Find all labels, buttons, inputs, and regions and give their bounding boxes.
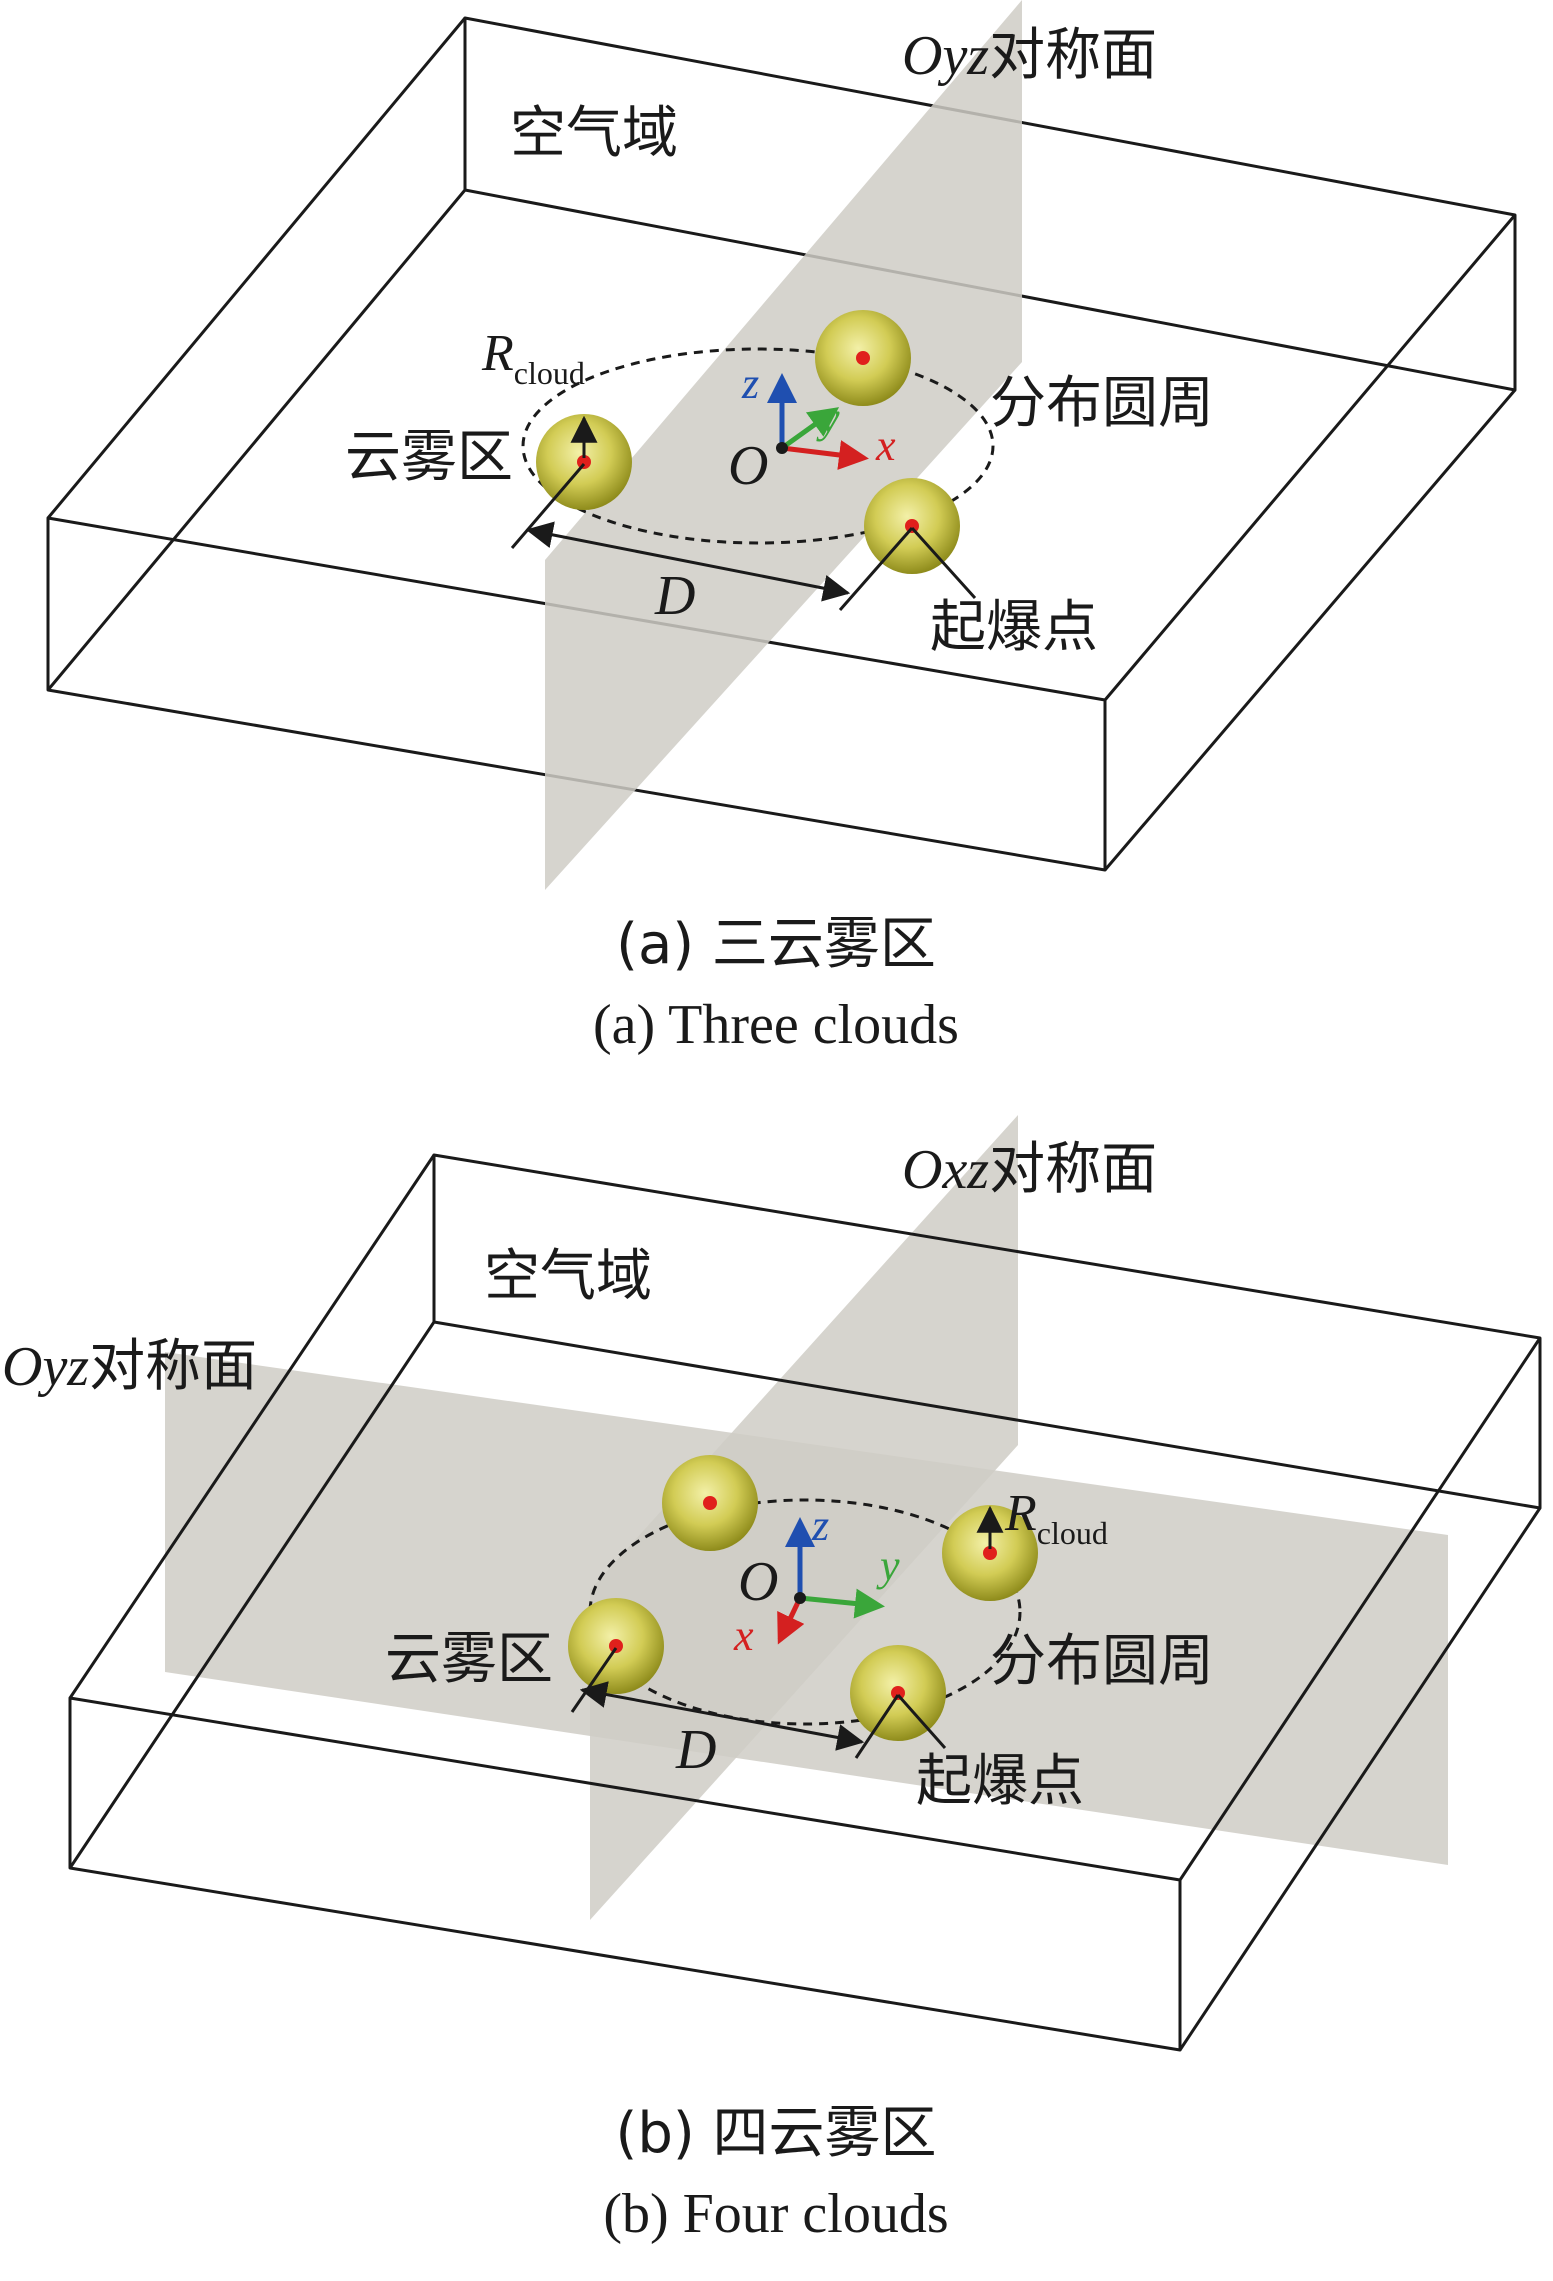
spacing-label-a: D bbox=[654, 565, 695, 627]
origin-label-a: O bbox=[728, 435, 768, 497]
axis-x-label-a: x bbox=[875, 421, 896, 470]
cloud-zone-label-b: 云雾区 bbox=[385, 1627, 553, 1692]
axis-y-label-a: y bbox=[816, 393, 840, 442]
caption-cn-a: (a) 三云雾区 bbox=[616, 912, 936, 977]
cloud-leader-a bbox=[510, 463, 586, 549]
origin-label-b: O bbox=[738, 1551, 778, 1613]
axis-y-label-b: y bbox=[876, 1541, 900, 1590]
coordinate-axes-b bbox=[777, 1517, 885, 1645]
detonation-point-label-a: 起爆点 bbox=[930, 595, 1098, 660]
distribution-circle-label-a: 分布圆周 bbox=[990, 371, 1214, 436]
axis-z-label-b: z bbox=[811, 1501, 829, 1550]
coordinate-axes-a bbox=[767, 373, 869, 470]
air-domain-label-b: 空气域 bbox=[484, 1244, 652, 1309]
r-cloud-label-a: Rcloud bbox=[481, 325, 585, 391]
axis-z-label-a: z bbox=[741, 359, 759, 408]
caption-cn-b: (b) 四云雾区 bbox=[615, 2101, 936, 2166]
cloud-zone-a-3 bbox=[864, 478, 960, 574]
oyz-plane-label-b: Oyz对称面 bbox=[2, 1334, 257, 1399]
oxz-plane-label-b: Oxz对称面 bbox=[902, 1137, 1157, 1202]
cloud-zone-label-a: 云雾区 bbox=[345, 425, 513, 490]
spacing-dimension-b bbox=[579, 1681, 865, 1751]
detonation-leader-a bbox=[910, 526, 977, 600]
cloud-zone-b-3 bbox=[568, 1598, 664, 1694]
caption-en-a: (a) Three clouds bbox=[593, 994, 959, 1056]
detonation-point-label-b: 起爆点 bbox=[916, 1749, 1084, 1814]
r-cloud-label-b: Rcloud bbox=[1004, 1485, 1108, 1551]
oyz-plane-label-a: Oyz对称面 bbox=[902, 23, 1157, 88]
spacing-dimension-a bbox=[525, 521, 851, 602]
cloud-leader-b bbox=[570, 1647, 618, 1713]
distribution-circle-label-b: 分布圆周 bbox=[990, 1629, 1214, 1694]
caption-en-b: (b) Four clouds bbox=[603, 2183, 948, 2245]
axis-x-label-b: x bbox=[733, 1611, 754, 1660]
cloud-zone-b-2 bbox=[942, 1505, 1038, 1601]
air-domain-box-b bbox=[68, 1153, 1542, 2052]
panel-a: Oyz对称面 空气域 Rcloud 云雾区 分布圆周 起爆点 D O x y z… bbox=[46, 0, 1517, 1056]
cloud-zone-b-1 bbox=[662, 1455, 758, 1551]
cloud-zone-a-2 bbox=[536, 414, 632, 510]
air-domain-label-a: 空气域 bbox=[510, 101, 678, 166]
detonation-leader-b bbox=[896, 1694, 947, 1749]
cloud-zone-b-4 bbox=[850, 1645, 946, 1741]
cloud-zone-a-1 bbox=[815, 310, 911, 406]
panel-b: Oxz对称面 空气域 Oyz对称面 Rcloud 云雾区 分布圆周 起爆点 D … bbox=[2, 1115, 1542, 2245]
spacing-label-b: D bbox=[675, 1719, 716, 1781]
